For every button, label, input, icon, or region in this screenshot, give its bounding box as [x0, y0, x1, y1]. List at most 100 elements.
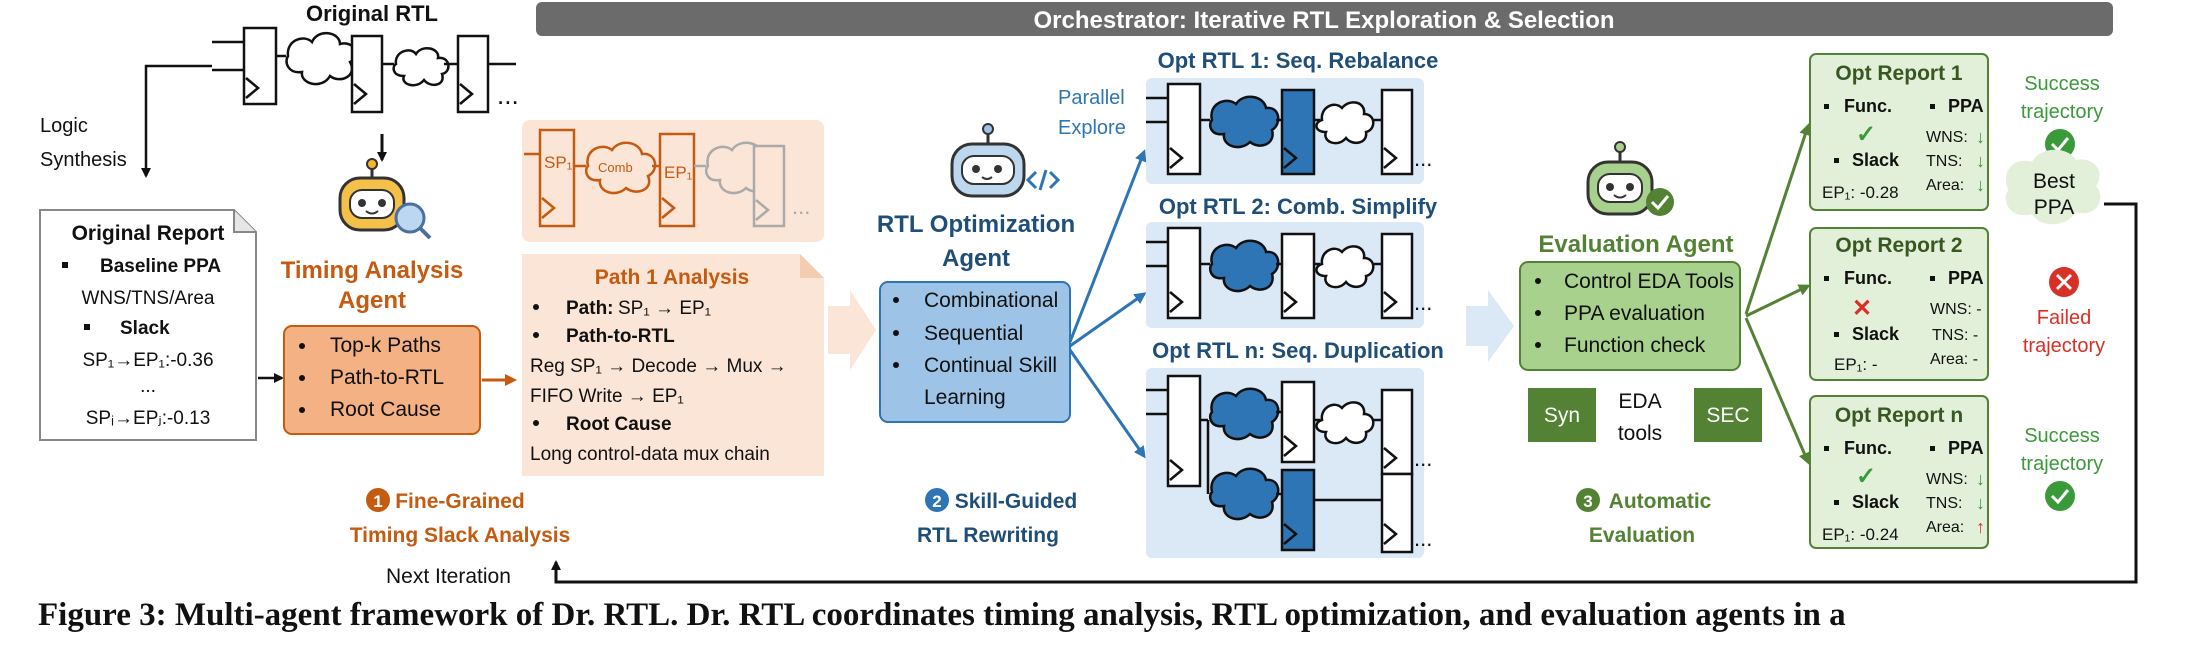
- report-2-ep: EP₁: -: [1834, 355, 1878, 374]
- timing-item-2: Path-to-RTL: [330, 366, 444, 389]
- root-cause-label: Root Cause: [566, 414, 672, 435]
- failed-x-icon: [2049, 267, 2079, 297]
- step-2-badge: [925, 488, 949, 512]
- comb-label: Comb: [598, 160, 633, 175]
- figure-caption: Figure 3: Multi-agent framework of Dr. R…: [38, 597, 1846, 633]
- bullet-square: [1834, 158, 1839, 163]
- ep1-label: EP₁: [664, 163, 693, 182]
- explore-arrow-1: [1068, 149, 1147, 343]
- report-2-func: Func.: [1844, 268, 1892, 288]
- rtl-agent-title: RTL Optimization: [877, 211, 1075, 238]
- report-arrow-3: [1744, 317, 1810, 465]
- comb-cloud-icon-2: [1315, 101, 1375, 145]
- bullet-dot: [893, 297, 899, 303]
- logic-label: Logic: [40, 115, 88, 137]
- success-2-line2: trajectory: [2021, 453, 2103, 475]
- report-n-ep: EP₁: -0.24: [1822, 525, 1899, 544]
- code-icon: [1025, 169, 1061, 191]
- report-1-wns-mark: ↓: [1976, 127, 1985, 147]
- report-arrow-1: [1744, 123, 1811, 315]
- opt-rtl-n-ellipsis-1: ...: [1414, 446, 1432, 471]
- bullet-dot: [1535, 278, 1541, 284]
- comb-cloud-icon-2: [1315, 401, 1375, 445]
- success-1-line1: Success: [2024, 73, 2100, 95]
- tools-label: tools: [1618, 422, 1662, 445]
- sp1-label: SP₁: [544, 153, 573, 172]
- report-1-wns: WNS:: [1926, 129, 1968, 146]
- syn-label: Syn: [1544, 404, 1580, 427]
- report-2-title: Opt Report 2: [1835, 234, 1962, 257]
- bullet-square: [1834, 332, 1839, 337]
- ppa-label: PPA: [2034, 196, 2074, 219]
- original-rtl-schematic: [212, 26, 516, 114]
- report-n-func: Func.: [1844, 438, 1892, 458]
- path-to-rtl-label: Path-to-RTL: [566, 326, 675, 347]
- parallel-label: Parallel: [1058, 87, 1125, 109]
- bullet-dot: [299, 343, 305, 349]
- rtl-item-3: Continual Skill: [924, 354, 1057, 377]
- original-report-box: [39, 209, 257, 441]
- path-to-rtl-line2: FIFO Write → EP₁: [530, 386, 684, 407]
- next-iteration-loop: [551, 202, 2138, 584]
- bullet-dot: [1535, 342, 1541, 348]
- opt-report-n-box: [1809, 395, 1989, 549]
- best-ppa-cloud: [2005, 149, 2101, 225]
- report-1-slack: Slack: [1852, 150, 1900, 170]
- timing-item-1: Top-k Paths: [330, 334, 441, 357]
- path-analysis-title: Path 1 Analysis: [595, 266, 749, 289]
- check-badge-icon: [1646, 188, 1674, 216]
- timing-agent-box: [283, 325, 481, 435]
- rtl-item-1: Combinational: [924, 289, 1058, 312]
- report-2-tns: TNS: -: [1932, 327, 1978, 344]
- step-2-line1: Skill-Guided: [955, 490, 1078, 513]
- bullet-square: [84, 324, 90, 330]
- opt-rtl-2-schematic: [1146, 226, 1414, 320]
- report-n-wns: WNS:: [1926, 471, 1968, 488]
- bullet-square: [1930, 446, 1935, 451]
- report-n-wns-mark: ↓: [1976, 469, 1985, 489]
- sec-box: [1694, 388, 1762, 442]
- bullet-dot: [533, 420, 539, 426]
- slack-label: Slack: [120, 318, 170, 339]
- original-rtl-ellipsis: ...: [497, 80, 519, 110]
- wns-tns-area-label: WNS/TNS/Area: [81, 288, 214, 309]
- original-report-title: Original Report: [72, 222, 225, 245]
- step-2-line2: RTL Rewriting: [917, 524, 1059, 547]
- slack-dots: ...: [140, 376, 156, 397]
- opt-rtl-1-ellipsis: ...: [1414, 146, 1432, 171]
- synthesis-label: Synthesis: [40, 149, 127, 171]
- best-label: Best: [2033, 170, 2075, 193]
- bullet-square: [1824, 446, 1829, 451]
- bullet-dot: [299, 375, 305, 381]
- failed-line1: Failed: [2037, 307, 2091, 329]
- root-cause-value: Long control-data mux chain: [530, 444, 770, 465]
- success-check-icon-2: [2045, 481, 2075, 511]
- opt-report-2-box: [1809, 227, 1989, 381]
- bullet-square: [1930, 104, 1935, 109]
- bullet-square: [1824, 104, 1829, 109]
- path-value: SP₁ → EP₁: [618, 298, 711, 319]
- report-2-slack: Slack: [1852, 324, 1900, 344]
- report-arrow-2: [1745, 284, 1811, 318]
- timing-item-3: Root Cause: [330, 398, 441, 421]
- report-n-area: Area:: [1926, 519, 1964, 536]
- flow-arrow-1: [828, 290, 876, 370]
- explore-arrow-3: [1068, 349, 1146, 459]
- timing-agent-title: Timing Analysis: [281, 257, 464, 284]
- comb-cloud-icon: [285, 32, 358, 86]
- baseline-ppa-label: Baseline PPA: [100, 256, 221, 277]
- magnifier-icon: [394, 202, 432, 240]
- bullet-dot: [299, 407, 305, 413]
- success-1-line2: trajectory: [2021, 101, 2103, 123]
- original-rtl-title: Original RTL: [306, 1, 438, 26]
- path-schematic: [524, 128, 786, 228]
- timing-agent-title-2: Agent: [338, 287, 406, 314]
- timing-robot-icon: [338, 158, 406, 232]
- comb-cloud-icon: [1208, 387, 1280, 441]
- opt-rtl-1-title: Opt RTL 1: Seq. Rebalance: [1158, 48, 1439, 73]
- next-iteration-label: Next Iteration: [386, 565, 511, 588]
- report-n-slack: Slack: [1852, 492, 1900, 512]
- comb-cloud-icon-2: [392, 46, 450, 87]
- orchestrator-bar: [536, 2, 2113, 36]
